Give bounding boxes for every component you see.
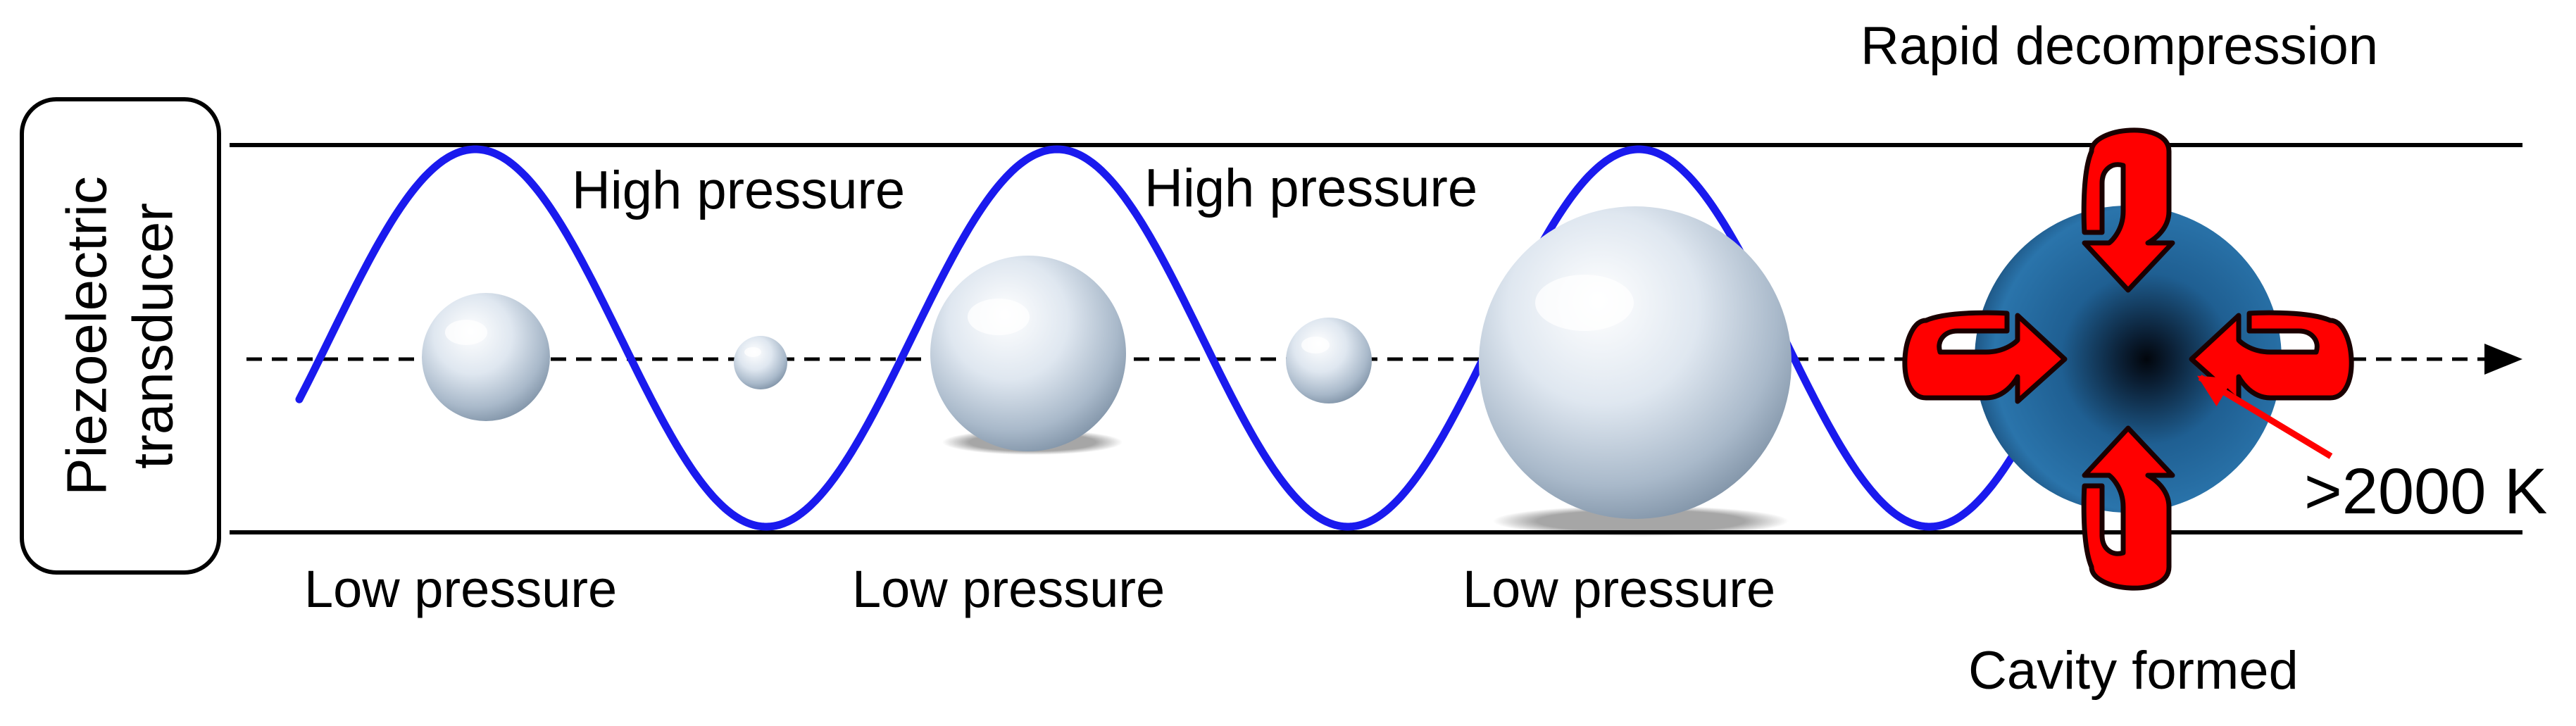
low-pressure-label: Low pressure xyxy=(304,560,618,618)
bubble-sphere-icon xyxy=(734,336,787,389)
bubble-sphere-icon xyxy=(1479,206,1792,537)
transducer-label: Piezoelectric transducer xyxy=(54,176,187,496)
piezoelectric-transducer xyxy=(20,97,221,575)
bubble-sphere-icon xyxy=(422,293,550,421)
collapsing-cavity-icon xyxy=(1975,206,2282,513)
transducer-label-line1: Piezoelectric xyxy=(55,176,118,496)
low-pressure-label: Low pressure xyxy=(852,560,1165,618)
bubble-sphere-icon xyxy=(930,256,1126,455)
low-pressure-label: Low pressure xyxy=(1463,560,1776,618)
transducer-label-line2: transducer xyxy=(122,203,185,469)
rapid-decompression-label: Rapid decompression xyxy=(1861,16,2379,76)
cavity-formed-label: Cavity formed xyxy=(1968,641,2299,701)
bubble-sphere-icon xyxy=(1286,318,1372,403)
high-pressure-label: High pressure xyxy=(572,161,906,220)
temperature-label: >2000 K xyxy=(2304,456,2548,527)
high-pressure-label: High pressure xyxy=(1144,158,1478,218)
axis-arrow-head xyxy=(2484,344,2522,375)
temperature-pointer-arrow xyxy=(2197,375,2333,459)
